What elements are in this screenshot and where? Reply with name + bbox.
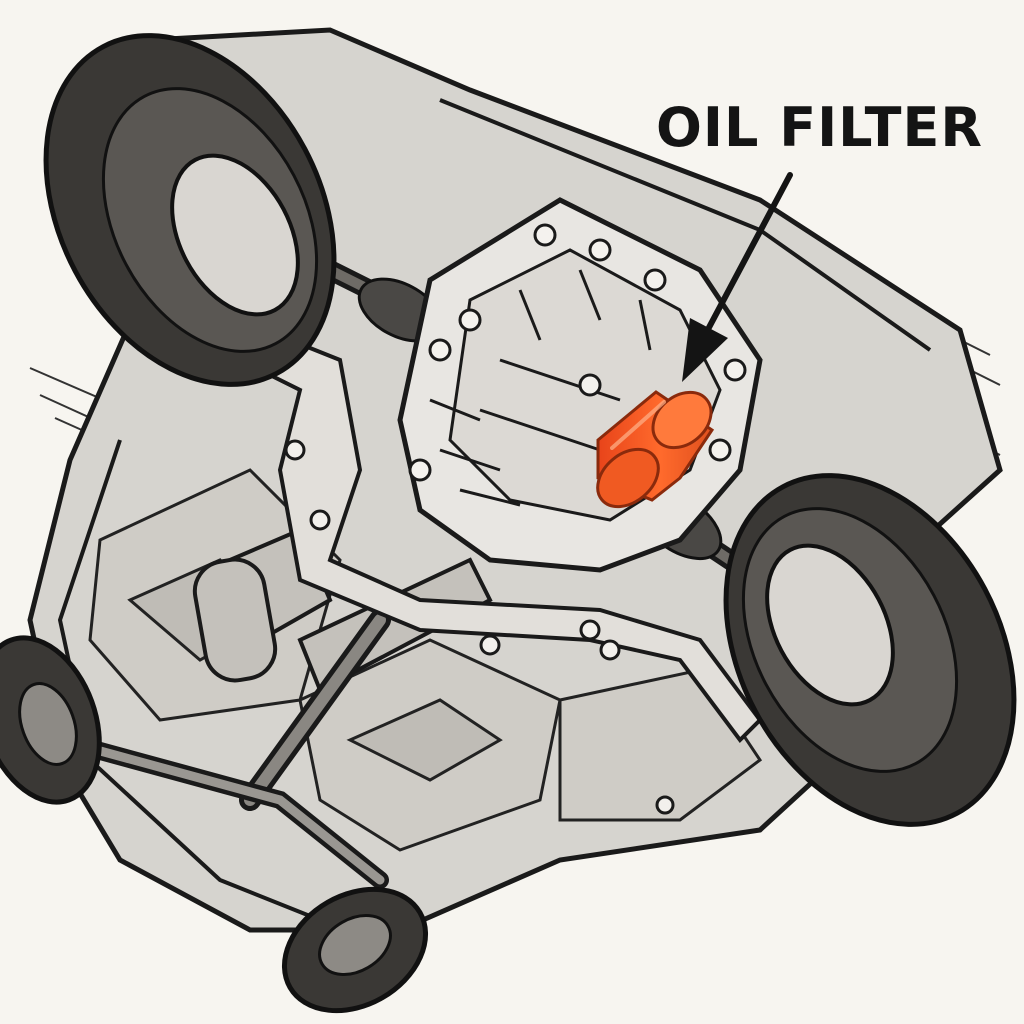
rear-right-wheel <box>281 886 429 1014</box>
subframe-bolts <box>284 439 675 815</box>
rear-left-wheel <box>0 635 102 805</box>
oil-filter <box>596 390 715 509</box>
callout-arrow <box>682 172 793 382</box>
oil-filter-label: OIL FILTER <box>656 96 983 159</box>
front-right-wheel <box>723 473 1017 827</box>
floor-panels <box>88 468 763 852</box>
front-subframe <box>177 297 763 744</box>
front-left-wheel <box>43 33 337 387</box>
